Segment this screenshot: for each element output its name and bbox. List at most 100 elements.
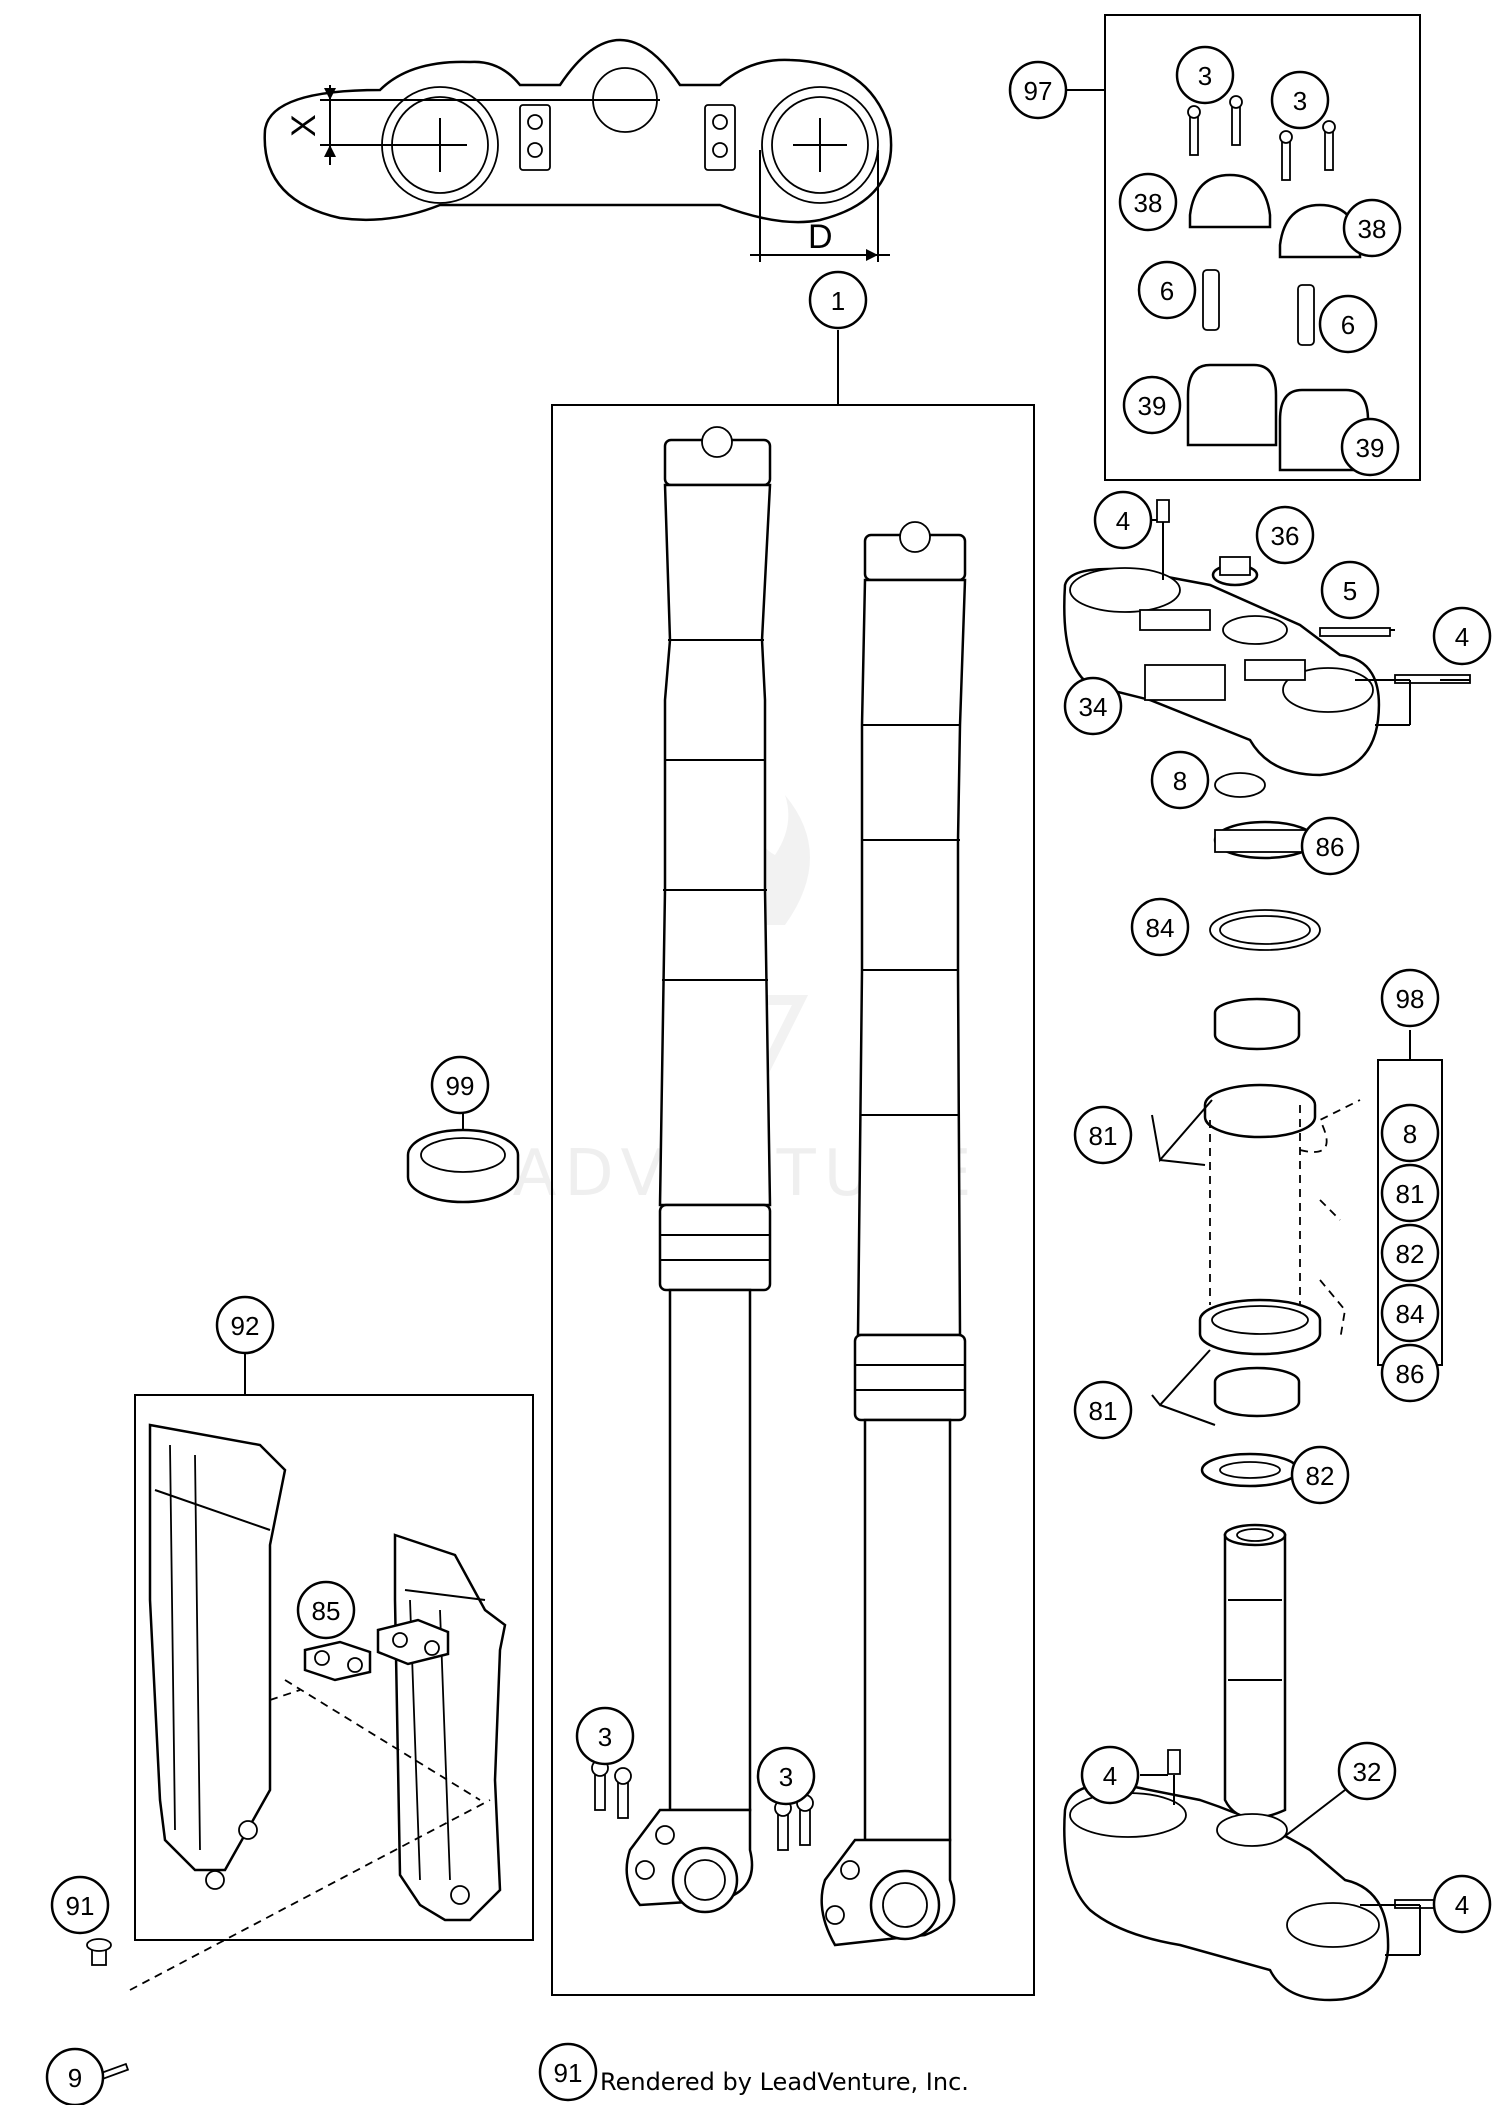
callout-3: 3 (1175, 45, 1235, 105)
callout-label: 91 (554, 2058, 583, 2088)
callout-36: 36 (1255, 505, 1315, 565)
callout-label: 9 (68, 2063, 82, 2093)
triple-clamp-dimension-drawing: X D (263, 38, 893, 262)
fork-assembly-box (551, 330, 1035, 1996)
callout-label: 3 (779, 1762, 793, 1792)
callout-85: 85 (296, 1580, 356, 1640)
callout-label: 34 (1079, 692, 1108, 722)
callout-3: 3 (575, 1706, 635, 1766)
callout-circle (1118, 172, 1178, 232)
upper-triple-clamp (1063, 499, 1471, 777)
callout-label: 6 (1160, 276, 1174, 306)
callout-circle (1093, 490, 1153, 550)
callout-label: 86 (1396, 1359, 1425, 1389)
credit-text: Rendered by LeadVenture, Inc. (600, 2068, 969, 2096)
lower-triple-clamp (1063, 1523, 1471, 2002)
callout-86: 86 (1380, 1343, 1440, 1403)
callout-circle (575, 1706, 635, 1766)
callout-8: 8 (1380, 1103, 1440, 1163)
callout-label: 98 (1396, 984, 1425, 1014)
callout-label: 5 (1343, 576, 1357, 606)
callout-circle (1255, 505, 1315, 565)
callout-circle (1380, 1223, 1440, 1283)
callout-81: 81 (1380, 1163, 1440, 1223)
callout-circle (1318, 294, 1378, 354)
callout-circle (1130, 897, 1190, 957)
callout-label: 84 (1396, 1299, 1425, 1329)
callout-1: 1 (808, 270, 868, 330)
callout-39: 39 (1340, 417, 1400, 477)
callout-label: 39 (1138, 391, 1167, 421)
callout-39: 39 (1122, 375, 1182, 435)
callout-label: 99 (446, 1071, 475, 1101)
callout-label: 1 (831, 286, 845, 316)
callout-3: 3 (756, 1746, 816, 1806)
callout-circle (1320, 560, 1380, 620)
callout-circle (1270, 70, 1330, 130)
callout-label: 38 (1134, 188, 1163, 218)
callout-circle (1380, 968, 1440, 1028)
callout-circle (1432, 606, 1492, 666)
callout-38: 38 (1342, 198, 1402, 258)
callout-84: 84 (1380, 1283, 1440, 1343)
callout-circle (1290, 1445, 1350, 1505)
callout-82: 82 (1290, 1445, 1350, 1505)
callout-circle (756, 1746, 816, 1806)
callout-circle (1432, 1874, 1492, 1934)
callout-99: 99 (430, 1055, 490, 1115)
callout-label: 97 (1024, 76, 1053, 106)
callout-circle (1337, 1741, 1397, 1801)
callout-6: 6 (1318, 294, 1378, 354)
left-fork-leg (625, 426, 772, 1914)
callout-91: 91 (538, 2042, 598, 2102)
callout-label: 84 (1146, 913, 1175, 943)
callout-label: 36 (1271, 521, 1300, 551)
callout-34: 34 (1063, 676, 1123, 736)
callout-5: 5 (1320, 560, 1380, 620)
callout-label: 81 (1396, 1179, 1425, 1209)
kit-97-box (1065, 14, 1421, 481)
callout-circle (1122, 375, 1182, 435)
callout-4: 4 (1432, 606, 1492, 666)
dimension-x-label: X (285, 114, 323, 137)
callout-81: 81 (1073, 1380, 1133, 1440)
callout-circle (1380, 1163, 1440, 1223)
callout-3: 3 (1270, 70, 1330, 130)
callout-label: 32 (1353, 1757, 1382, 1787)
callout-8: 8 (1150, 750, 1210, 810)
callout-label: 4 (1455, 622, 1469, 652)
callout-label: 4 (1455, 1890, 1469, 1920)
callout-91: 91 (50, 1875, 110, 1935)
callout-38: 38 (1118, 172, 1178, 232)
callout-4: 4 (1432, 1874, 1492, 1934)
callout-81: 81 (1073, 1105, 1133, 1165)
screws-91-9 (86, 1938, 580, 2086)
callout-92: 92 (215, 1295, 275, 1355)
dimension-d-label: D (808, 218, 833, 256)
callout-circle (1073, 1105, 1133, 1165)
fork-guard-box (129, 1350, 534, 1991)
callout-label: 91 (66, 1891, 95, 1921)
callout-circle (1080, 1745, 1140, 1805)
right-fork-leg (820, 521, 967, 1947)
callout-82: 82 (1380, 1223, 1440, 1283)
callout-label: 3 (1198, 61, 1212, 91)
callout-circle (1008, 60, 1068, 120)
callout-circle (50, 1875, 110, 1935)
callout-circle (430, 1055, 490, 1115)
callout-label: 82 (1396, 1239, 1425, 1269)
callout-circle (215, 1295, 275, 1355)
callout-circle (1340, 417, 1400, 477)
callout-label: 81 (1089, 1121, 1118, 1151)
callout-circle (808, 270, 868, 330)
callout-circle (1137, 260, 1197, 320)
callout-98: 98 (1380, 968, 1440, 1028)
callout-label: 38 (1358, 214, 1387, 244)
callout-32: 32 (1337, 1741, 1397, 1801)
callout-label: 8 (1403, 1119, 1417, 1149)
callout-circle (1175, 45, 1235, 105)
callout-label: 92 (231, 1311, 260, 1341)
callout-label: 86 (1316, 832, 1345, 862)
